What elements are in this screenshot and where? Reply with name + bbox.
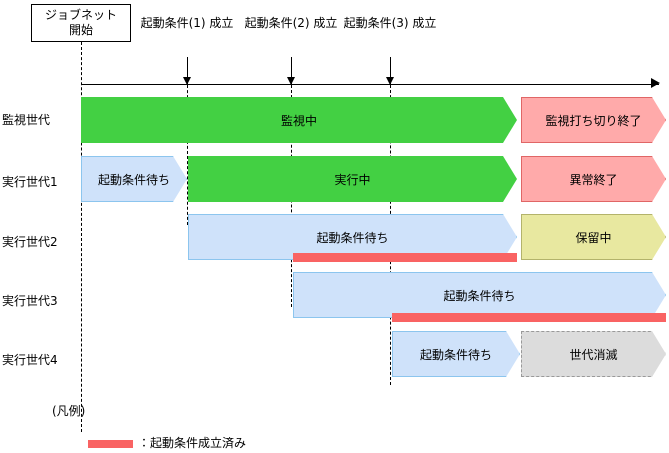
time-axis [81, 84, 659, 85]
bar-monitor-cutoff-end: 監視打ち切り終了 [521, 97, 666, 143]
jobnet-start-line2: 開始 [68, 23, 93, 37]
trigger-2-line1: 起動条件(2) [244, 16, 310, 30]
row-label-exec-generation-4: 実行世代4 [2, 353, 58, 367]
time-axis-arrow-icon [651, 78, 660, 88]
bar-monitoring: 監視中 [81, 97, 517, 143]
condition-met-marker-gen3 [392, 313, 666, 322]
legend-title: (凡例) [52, 404, 86, 418]
trigger-label-3: 起動条件(3) 成立 [335, 16, 445, 31]
row-label-exec-generation-1: 実行世代1 [2, 175, 58, 189]
row-label-monitor-generation: 監視世代 [2, 113, 51, 127]
jobnet-start-line1: ジョブネット [44, 8, 117, 22]
condition-met-marker-gen2 [293, 253, 517, 262]
trigger-arrow-2-icon [287, 57, 295, 85]
trigger-label-2: 起動条件(2) 成立 [236, 16, 346, 31]
bar-gen3-waiting: 起動条件待ち [293, 272, 666, 318]
jobnet-start-box: ジョブネット 開始 [31, 4, 131, 42]
trigger-arrow-3-icon [386, 57, 394, 85]
legend-swatch-condition-met [88, 440, 133, 448]
bar-gen1-running: 実行中 [188, 156, 517, 202]
bar-gen1-waiting: 起動条件待ち [81, 156, 187, 202]
guide-line-trigger-1 [187, 85, 188, 225]
bar-gen2-on-hold: 保留中 [521, 214, 666, 260]
bar-gen1-abnormal-end: 異常終了 [521, 156, 666, 202]
trigger-3-line2: 成立 [412, 16, 437, 30]
trigger-arrow-1-icon [183, 57, 191, 85]
legend-text-condition-met: ：起動条件成立済み [138, 436, 247, 450]
trigger-2-line2: 成立 [313, 16, 338, 30]
trigger-3-line1: 起動条件(3) [343, 16, 409, 30]
row-label-exec-generation-2: 実行世代2 [2, 235, 58, 249]
trigger-1-line1: 起動条件(1) [140, 16, 206, 30]
trigger-1-line2: 成立 [209, 16, 234, 30]
trigger-label-1: 起動条件(1) 成立 [132, 16, 242, 31]
guide-line-start [81, 42, 82, 432]
bar-gen4-generation-removed: 世代消滅 [521, 331, 666, 377]
bar-gen4-waiting: 起動条件待ち [392, 331, 520, 377]
row-label-exec-generation-3: 実行世代3 [2, 294, 58, 308]
